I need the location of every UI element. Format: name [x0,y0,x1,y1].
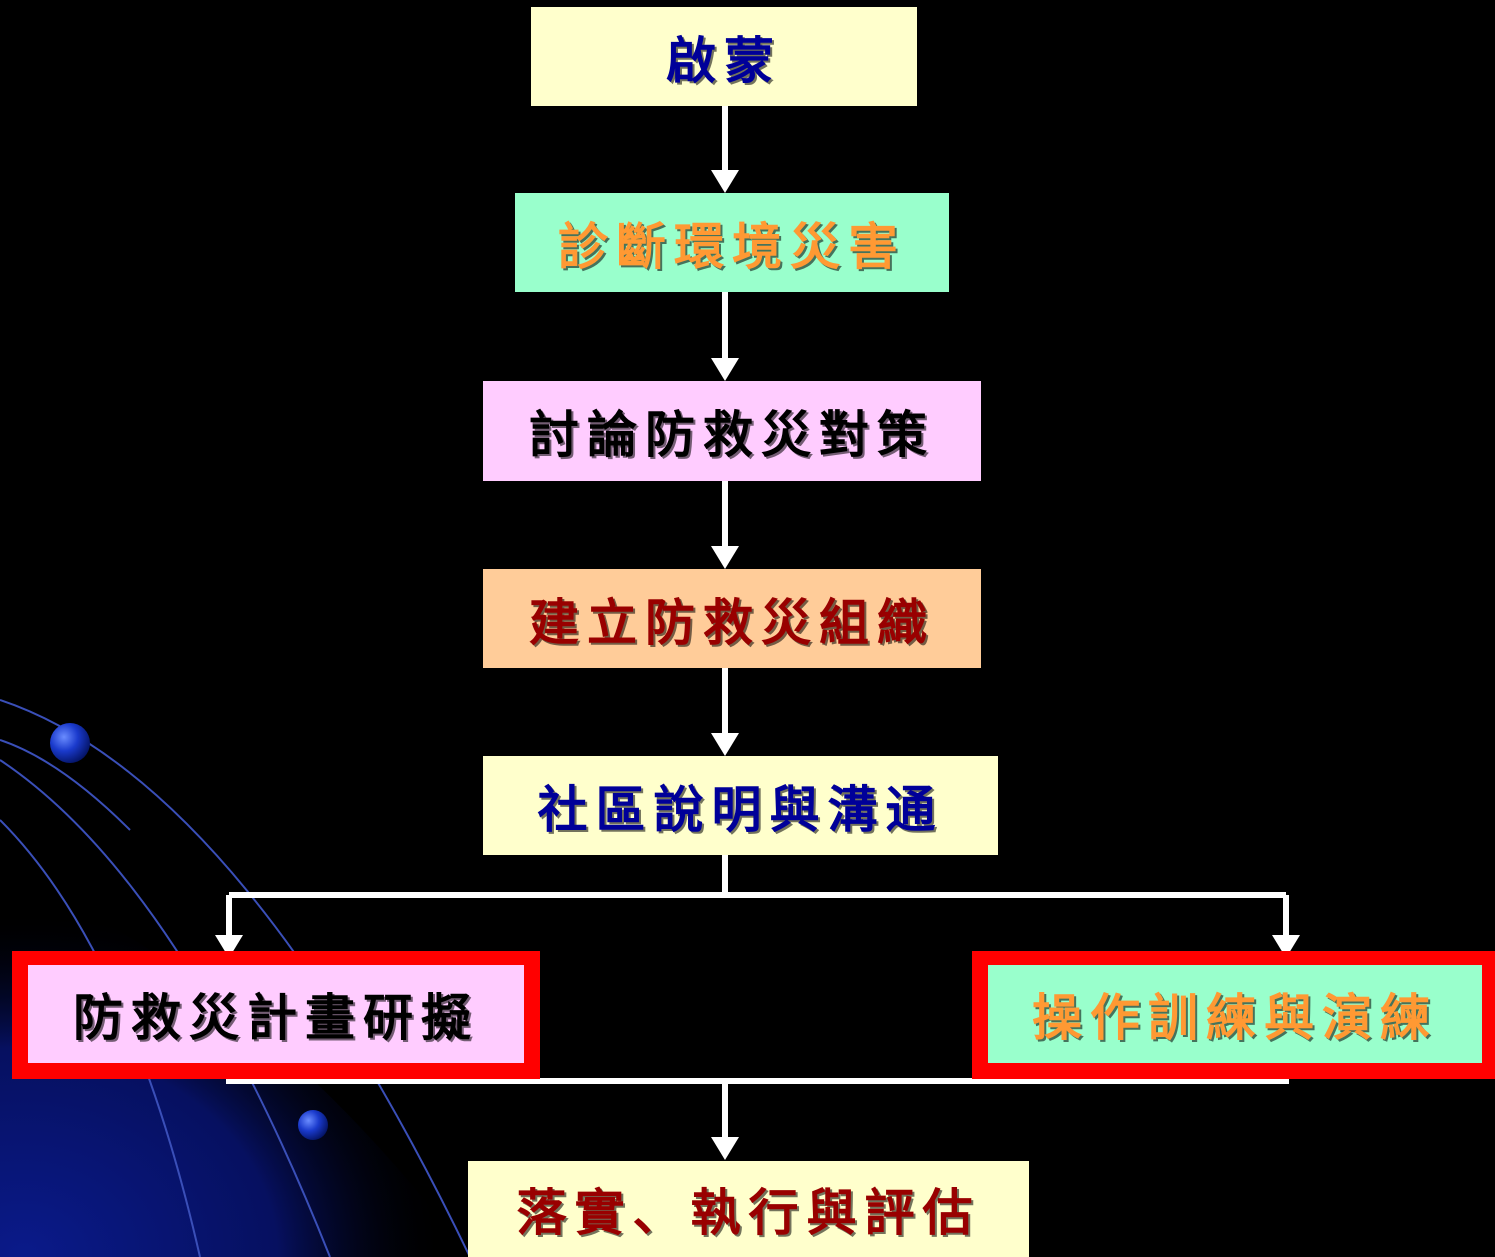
node-diagnose-hazards: 診斷環境災害 [515,193,949,292]
arrowhead-drill [1272,935,1300,958]
node-community-communication: 社區說明與溝通 [483,756,998,855]
node-training-drill-label: 操作訓練與演練 [1032,988,1438,1047]
highlight-frame-drill: 操作訓練與演練 [972,951,1495,1079]
branch-split-line [229,855,1286,898]
orbit-ball-large [50,723,90,763]
orbit-ball-small [298,1110,328,1140]
node-implement-evaluate-label: 落實、執行與評估 [516,1183,981,1242]
node-enlightenment-label: 啟蒙 [666,30,782,90]
node-diagnose-hazards-label: 診斷環境災害 [558,216,906,276]
node-plan-drafting: 防救災計畫研擬 [28,965,524,1063]
arrowhead-plan [215,935,243,958]
arrowhead-implement [711,1137,739,1160]
arrowhead-diagnose [711,170,739,193]
arrowhead-communicate [711,733,739,756]
node-establish-organization: 建立防救災組織 [483,569,981,668]
node-discuss-countermeasures-label: 討論防救災對策 [529,405,935,464]
node-establish-organization-label: 建立防救災組織 [529,592,935,652]
node-plan-drafting-label: 防救災計畫研擬 [73,988,479,1047]
highlight-frame-plan: 防救災計畫研擬 [12,951,540,1079]
arrowhead-organize [711,546,739,569]
node-discuss-countermeasures: 討論防救災對策 [483,381,981,481]
node-implement-evaluate: 落實、執行與評估 [468,1161,1029,1257]
arrowhead-discuss [711,358,739,381]
node-community-communication-label: 社區說明與溝通 [537,779,944,839]
node-training-drill: 操作訓練與演練 [988,965,1482,1063]
node-enlightenment: 啟蒙 [531,7,917,106]
